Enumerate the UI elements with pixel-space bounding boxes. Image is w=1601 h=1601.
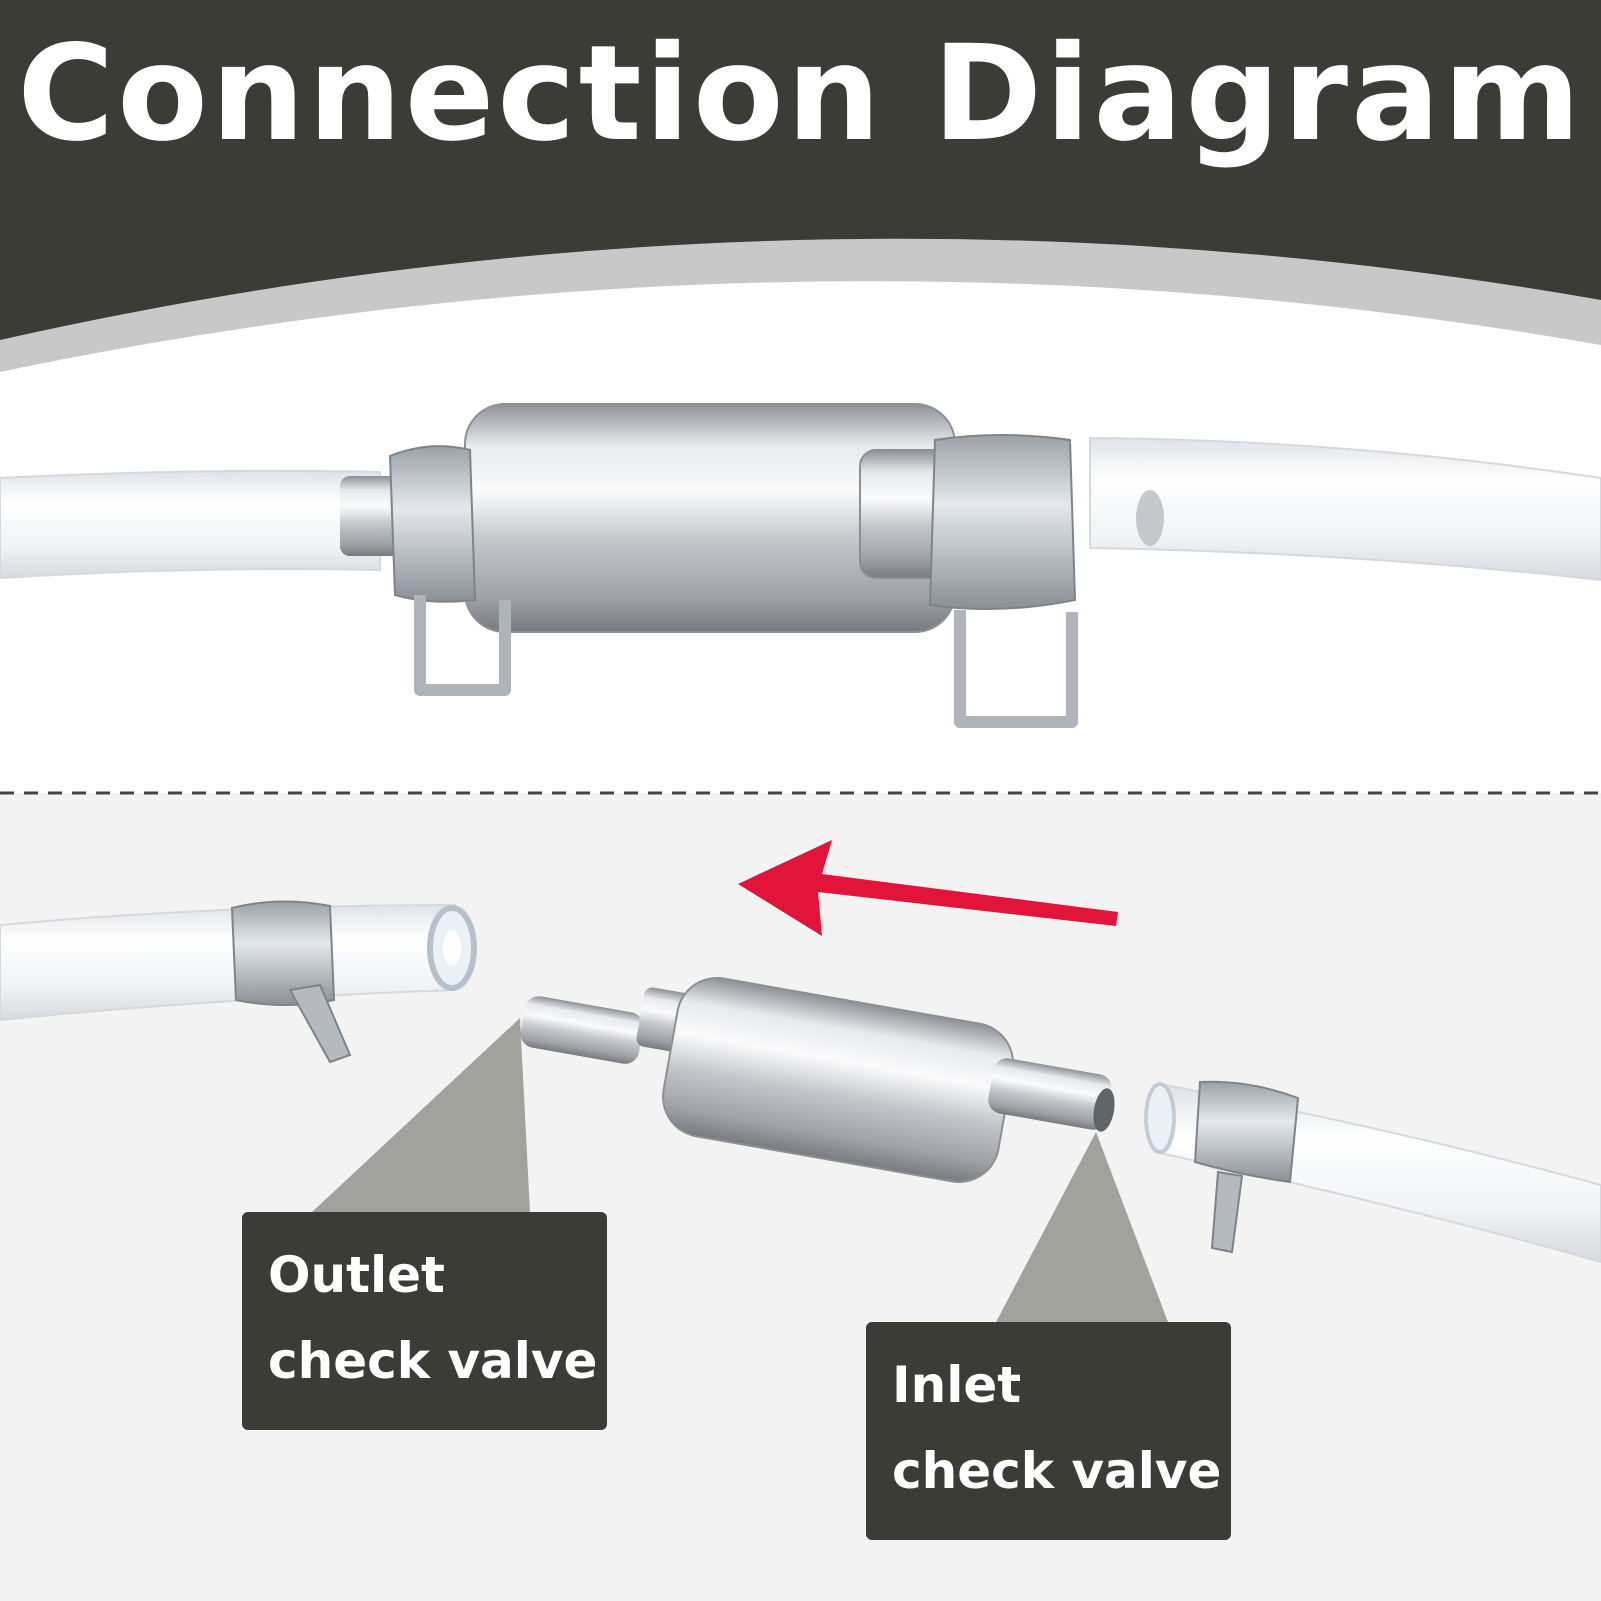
inlet-label-line1: Inlet [892,1356,1022,1414]
tube-icon [0,903,477,1022]
tube-icon [0,436,1601,582]
inlet-check-valve-label: Inlet check valve [866,1322,1231,1540]
outlet-check-valve-label: Outlet check valve [242,1212,607,1430]
check-valve-icon [520,977,1115,1183]
hose-clamp-icon [388,434,1078,728]
hose-clamp-icon [230,900,352,1064]
outlet-label-line2: check valve [268,1332,598,1390]
inlet-label-line2: check valve [892,1442,1222,1500]
hose-clamp-icon [1193,1080,1300,1254]
page-title: Connection Diagram [17,17,1584,171]
outlet-callout-pointer [312,1018,530,1212]
inlet-callout-pointer [996,1132,1168,1322]
outlet-label-line1: Outlet [268,1246,445,1304]
flow-direction-arrow-icon [738,840,1118,936]
